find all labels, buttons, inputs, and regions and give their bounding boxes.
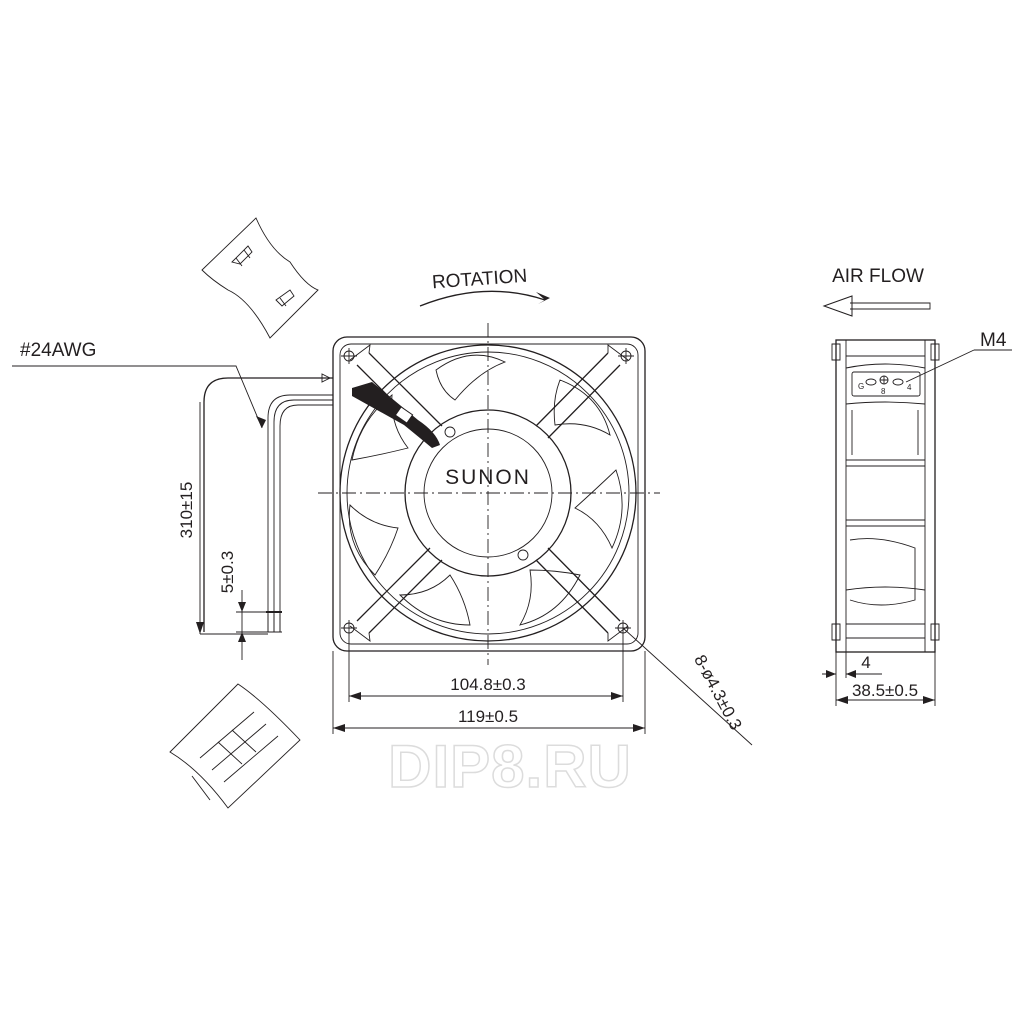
hole-pitch-label: 104.8±0.3: [450, 675, 526, 694]
fan-blades: [348, 354, 623, 626]
terminal-4-label: 4: [907, 383, 912, 392]
lead-length-label: 310±15: [177, 482, 196, 539]
side-view: AIR FLOW G 8 4 M4 4: [822, 266, 1012, 706]
rotation-indicator: ROTATION: [419, 266, 550, 307]
frame-outline: [332, 336, 646, 652]
airflow-arrow-icon: [850, 302, 931, 310]
brand-label: SUNON: [445, 466, 531, 489]
terminal-4: [892, 378, 904, 386]
terminal-8-label: 8: [881, 387, 886, 396]
frame-width-dimension: 119±0.5: [332, 651, 646, 734]
side-flanges: [845, 340, 926, 652]
hub-hole: [444, 426, 456, 438]
front-view: SUNON: [318, 323, 660, 665]
wire-clip: [394, 406, 414, 424]
depth-label: 38.5±0.5: [852, 681, 918, 700]
mounting-hole-label: 8-ø4.3±0.3: [690, 652, 745, 733]
terminal-g: [865, 378, 877, 386]
hole-pitch-dimension: 104.8±0.3: [348, 636, 624, 702]
rotation-arrow-icon: [419, 290, 546, 307]
thread-leader: [905, 349, 1012, 383]
terminal-g-label: G: [858, 382, 864, 391]
wire-gauge-label: #24AWG: [20, 340, 96, 361]
connector-bottom-sketch: [169, 683, 301, 809]
thread-label: M4: [980, 330, 1007, 351]
strip-length-label: 5±0.3: [218, 551, 237, 593]
strip-length-dimension: 5±0.3: [218, 551, 282, 660]
lead-length-dimension: 310±15: [177, 402, 268, 635]
frame-width-label: 119±0.5: [458, 707, 518, 726]
side-body: [835, 339, 936, 653]
hub-hole: [517, 549, 529, 561]
flange-label: 4: [861, 653, 870, 672]
rotation-label: ROTATION: [431, 266, 528, 294]
connector-top-sketch: [201, 217, 319, 339]
rotation-arrowhead-icon: [536, 292, 550, 304]
airflow-arrowhead-icon: [822, 295, 853, 317]
air-flow-label: AIR FLOW: [832, 266, 924, 287]
wire-gauge-callout: #24AWG: [12, 340, 332, 429]
watermark: DIP8.RU: [388, 733, 632, 800]
terminal-block: [851, 371, 921, 397]
side-ribs: [846, 459, 925, 527]
